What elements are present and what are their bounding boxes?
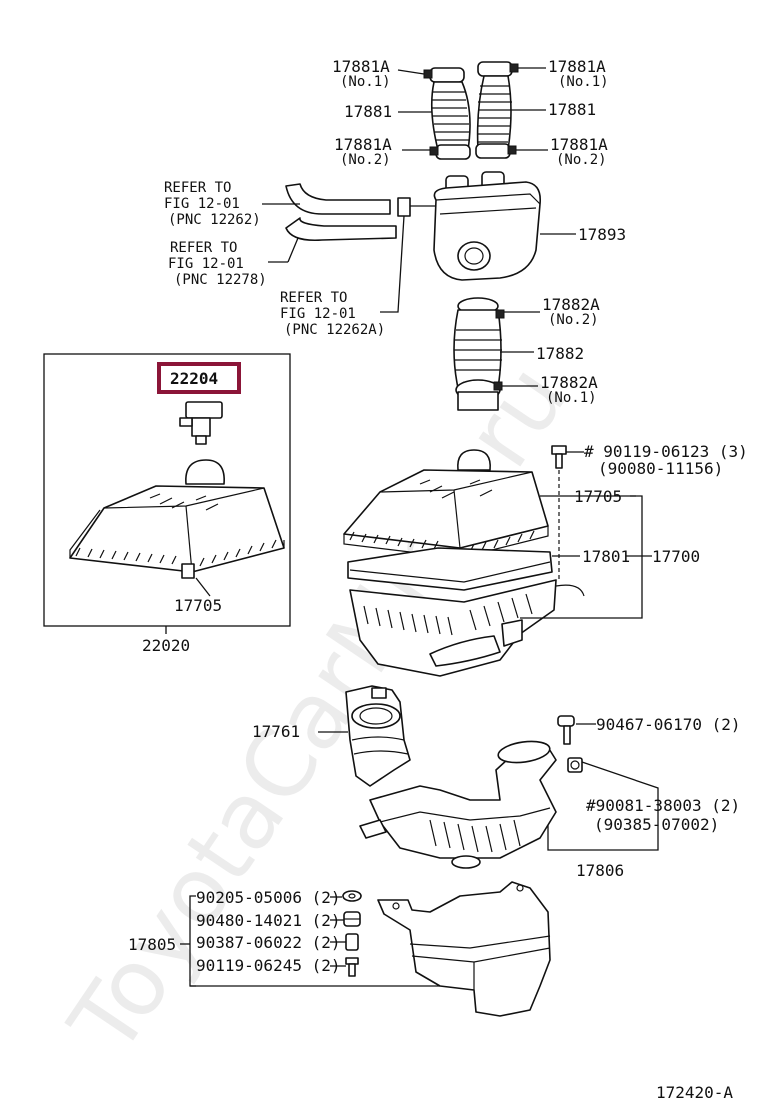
callout-17881A-no2-right: 17881A: [550, 135, 608, 154]
ref1-line3: (PNC 12262): [168, 212, 261, 228]
callout-17705-inset: 17705: [174, 596, 222, 615]
callout-90385-07002: (90385-07002): [594, 815, 719, 834]
callout-90080-11156: (90080-11156): [598, 459, 723, 478]
cushion-90480-14021[interactable]: [343, 911, 361, 927]
callout-17881A-no1-left-sub: (No.1): [340, 74, 391, 90]
hose-17882[interactable]: [453, 297, 505, 411]
inset-frame-22020: [43, 353, 291, 627]
air-cleaner-cap-17705[interactable]: [343, 449, 549, 559]
ref2-line2: FIG 12-01: [168, 256, 244, 272]
callout-17761: 17761: [252, 722, 300, 741]
callout-17882A-no1-sub: (No.1): [546, 390, 597, 406]
callout-17881A-no2-left-sub: (No.2): [340, 152, 391, 168]
callout-90387-06022: 90387-06022 (2): [196, 933, 341, 952]
callout-22204: 22204: [170, 369, 218, 388]
callout-90467-06170: 90467-06170 (2): [596, 715, 741, 734]
ref1-line1: REFER TO: [164, 180, 231, 196]
intake-connector-17761[interactable]: [345, 685, 411, 787]
callout-17881A-no2-right-sub: (No.2): [556, 152, 607, 168]
callout-90081-38003: #90081-38003 (2): [586, 796, 740, 815]
hose-17881-left[interactable]: [423, 67, 471, 160]
callout-17881A-no1-right: 17881A: [548, 57, 606, 76]
ref3-line3: (PNC 12262A): [284, 322, 385, 338]
callout-17705: 17705: [574, 487, 622, 506]
callout-17882: 17882: [536, 344, 584, 363]
callout-17881A-no2-left: 17881A: [334, 135, 392, 154]
callout-90119-06245: 90119-06245 (2): [196, 956, 341, 975]
ref1-line2: FIG 12-01: [164, 196, 240, 212]
air-cleaner-cap-inset[interactable]: [69, 459, 285, 579]
callout-90119-06123: # 90119-06123 (3): [584, 442, 748, 461]
callout-17882A-no2-sub: (No.2): [548, 312, 599, 328]
resonator-17893[interactable]: [433, 171, 542, 281]
callout-90205-05006: 90205-05006 (2): [196, 888, 341, 907]
washer-90205-05006[interactable]: [342, 890, 362, 902]
callout-90480-14021: 90480-14021 (2): [196, 911, 341, 930]
ref3-line2: FIG 12-01: [280, 306, 356, 322]
bolt-90119-06123[interactable]: [551, 445, 567, 469]
resonator-17805[interactable]: [377, 881, 551, 1017]
callout-17893: 17893: [578, 225, 626, 244]
callout-17805: 17805: [128, 935, 176, 954]
air-cleaner-case[interactable]: [349, 579, 585, 677]
highlight-box-22204[interactable]: [157, 362, 241, 394]
hose-ref-12278[interactable]: [285, 217, 397, 242]
intake-duct-17806[interactable]: [359, 738, 557, 869]
bolt-90467-06170[interactable]: [557, 715, 575, 745]
nut-90081-38003[interactable]: [567, 757, 583, 773]
callout-17881A-no1-right-sub: (No.1): [558, 74, 609, 90]
hose-ref-12262[interactable]: [285, 183, 436, 217]
callout-17882A-no2: 17882A: [542, 295, 600, 314]
callout-17881-left: 17881: [344, 102, 392, 121]
bolt-90119-06245[interactable]: [345, 957, 359, 977]
sensor-22204[interactable]: [179, 401, 223, 445]
callout-17806: 17806: [576, 861, 624, 880]
element-17801[interactable]: [347, 547, 553, 591]
collar-90387-06022[interactable]: [345, 933, 359, 951]
ref3-line1: REFER TO: [280, 290, 347, 306]
ref2-line1: REFER TO: [170, 240, 237, 256]
callout-17700: 17700: [652, 547, 700, 566]
callout-17881A-no1-left: 17881A: [332, 57, 390, 76]
hose-17881-right[interactable]: [475, 61, 519, 159]
callout-17881-right: 17881: [548, 100, 596, 119]
callout-17882A-no1: 17882A: [540, 373, 598, 392]
callout-17801: 17801: [582, 547, 630, 566]
callout-22020: 22020: [142, 636, 190, 655]
figure-code: 172420-A: [656, 1083, 733, 1102]
ref2-line3: (PNC 12278): [174, 272, 267, 288]
